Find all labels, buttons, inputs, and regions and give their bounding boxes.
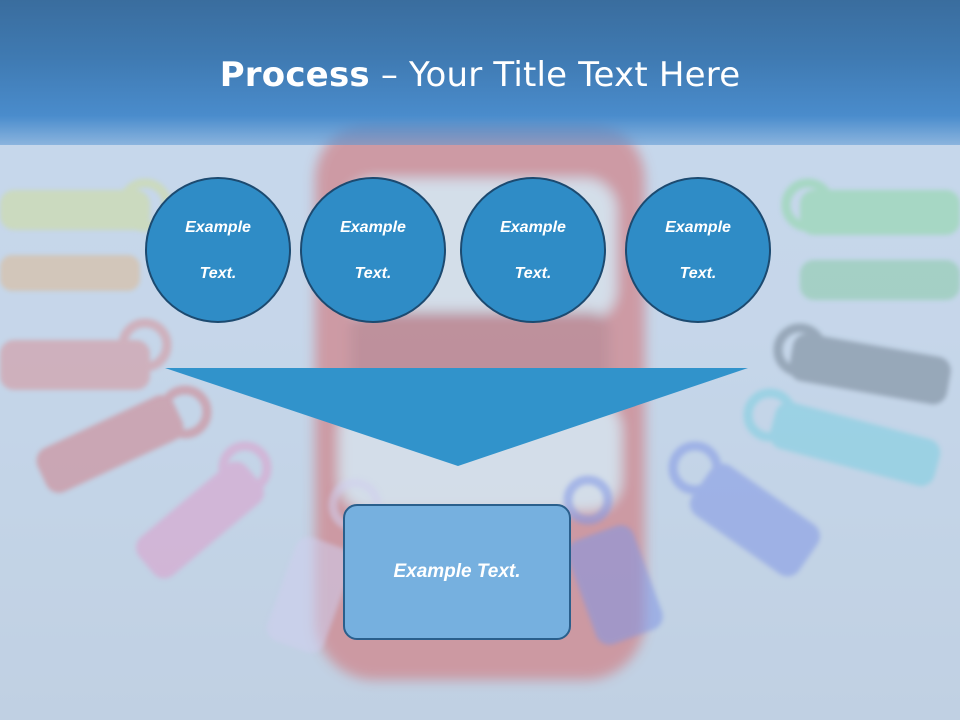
circle-line-1: Example	[185, 218, 251, 236]
circle-line-2: Text.	[354, 264, 392, 282]
title-rest: – Your Title Text Here	[369, 55, 741, 95]
circle-line-2: Text.	[679, 264, 717, 282]
slide-title: Process – Your Title Text Here	[0, 50, 960, 100]
title-bold: Process	[219, 55, 370, 95]
circle-line-2: Text.	[199, 264, 237, 282]
circle-line-1: Example	[665, 218, 731, 236]
result-box: Example Text.	[343, 504, 571, 640]
funnel-triangle	[165, 368, 748, 466]
circle-line-1: Example	[340, 218, 406, 236]
header-band	[0, 0, 960, 145]
circle-line-1: Example	[500, 218, 566, 236]
result-box-label: Example Text.	[393, 561, 521, 582]
circle-line-2: Text.	[514, 264, 552, 282]
